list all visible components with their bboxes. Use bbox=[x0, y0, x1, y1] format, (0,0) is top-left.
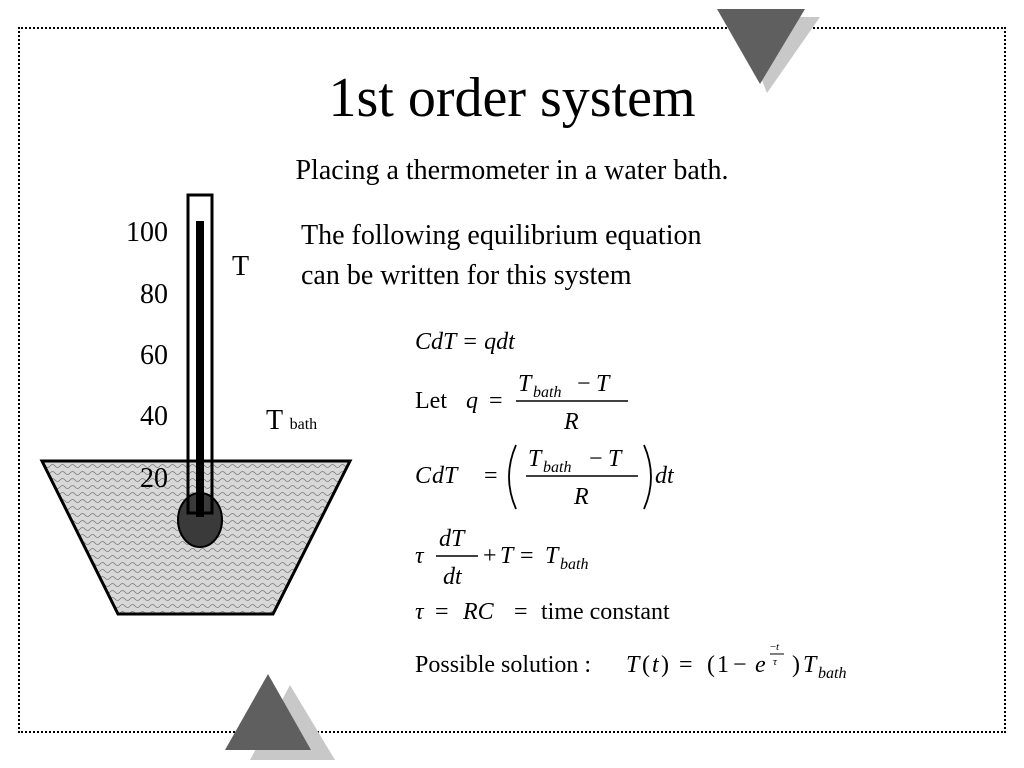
equation-3-right-paren bbox=[643, 444, 652, 510]
label-T-bath-sub: bath bbox=[289, 416, 318, 433]
equation-3-T: T bbox=[528, 446, 543, 472]
label-T: T bbox=[232, 251, 250, 282]
page-title: 1st order system bbox=[328, 67, 696, 129]
equation-2-equals: = bbox=[489, 388, 503, 414]
equation-6-e: e bbox=[755, 652, 766, 678]
equation-3-dt: dt bbox=[655, 463, 675, 489]
equation-2-T: T bbox=[518, 371, 533, 397]
equation-2-minus: − bbox=[577, 371, 591, 397]
intro-text: The following equilibrium equation can b… bbox=[301, 216, 821, 296]
equation-6-paren-close: ) bbox=[792, 652, 800, 678]
equation-6-one: 1 bbox=[717, 652, 729, 678]
equation-4-dt: dt bbox=[443, 564, 463, 590]
equation-3-T2: T bbox=[608, 446, 623, 472]
label-T-bath: T bath bbox=[266, 407, 317, 435]
equation-2-T2: T bbox=[596, 371, 611, 397]
equation-3-equals: = bbox=[484, 463, 498, 489]
scale-label-80: 80 bbox=[140, 279, 168, 310]
scale-label-60: 60 bbox=[140, 340, 168, 371]
equation-4-equals: = bbox=[520, 543, 534, 569]
equation-4-T2: T bbox=[545, 543, 560, 569]
equation-3-left-paren bbox=[508, 444, 517, 510]
equation-2-R: R bbox=[563, 409, 579, 435]
equation-3-C: C bbox=[415, 463, 432, 489]
equation-6-minus: − bbox=[733, 652, 747, 678]
equation-6-exp-t: t bbox=[776, 641, 780, 653]
equation-3-dT: dT bbox=[432, 463, 459, 489]
equation-6-close: ) bbox=[661, 652, 669, 678]
equation-3-minus: − bbox=[589, 446, 603, 472]
equation-3-bath-sub: bath bbox=[543, 459, 571, 476]
equation-5-rc: RC bbox=[462, 599, 495, 625]
intro-line-1: The following equilibrium equation bbox=[301, 220, 702, 251]
equation-6-t: t bbox=[652, 652, 660, 678]
equation-5-equals-1: = bbox=[435, 599, 449, 625]
label-T-bath-main: T bbox=[266, 405, 283, 436]
equation-4-bath-sub: bath bbox=[560, 556, 588, 573]
equation-4-plus: + bbox=[483, 543, 497, 569]
scale-label-40: 40 bbox=[140, 401, 168, 432]
equation-6-open: ( bbox=[642, 652, 650, 678]
equation-6-exp-minus: − bbox=[770, 641, 776, 653]
equation-4-dT: dT bbox=[439, 526, 466, 552]
scale-label-100: 100 bbox=[126, 217, 168, 248]
equation-5-equals-2: = bbox=[514, 599, 528, 625]
equation-6-label: Possible solution : bbox=[415, 652, 591, 678]
equation-2-let: Let bbox=[415, 388, 447, 414]
page-subtitle: Placing a thermometer in a water bath. bbox=[295, 155, 729, 186]
equation-6-T: T bbox=[626, 652, 641, 678]
mercury-column bbox=[196, 221, 204, 517]
equation-6-equals: = bbox=[679, 652, 693, 678]
equation-4-tau: τ bbox=[415, 543, 425, 569]
equation-2-q: q bbox=[466, 388, 478, 414]
equation-6-bath-sub: bath bbox=[818, 665, 846, 682]
scale-label-20: 20 bbox=[140, 463, 168, 494]
equation-4-T: T bbox=[500, 543, 515, 569]
equation-1: CdT = qdt bbox=[415, 329, 516, 355]
equation-6-paren-open: ( bbox=[707, 652, 715, 678]
bottom-triangle bbox=[225, 674, 311, 750]
equation-6-T2: T bbox=[803, 652, 818, 678]
equation-6-exp-tau: τ bbox=[773, 656, 778, 668]
equation-5-time-constant: time constant bbox=[541, 599, 670, 625]
slide-frame bbox=[18, 27, 1006, 733]
top-triangle bbox=[717, 9, 805, 84]
equation-5-tau: τ bbox=[415, 599, 425, 625]
equation-3-R: R bbox=[573, 484, 589, 510]
intro-line-2: can be written for this system bbox=[301, 260, 632, 291]
equation-2-bath-sub: bath bbox=[533, 384, 561, 401]
